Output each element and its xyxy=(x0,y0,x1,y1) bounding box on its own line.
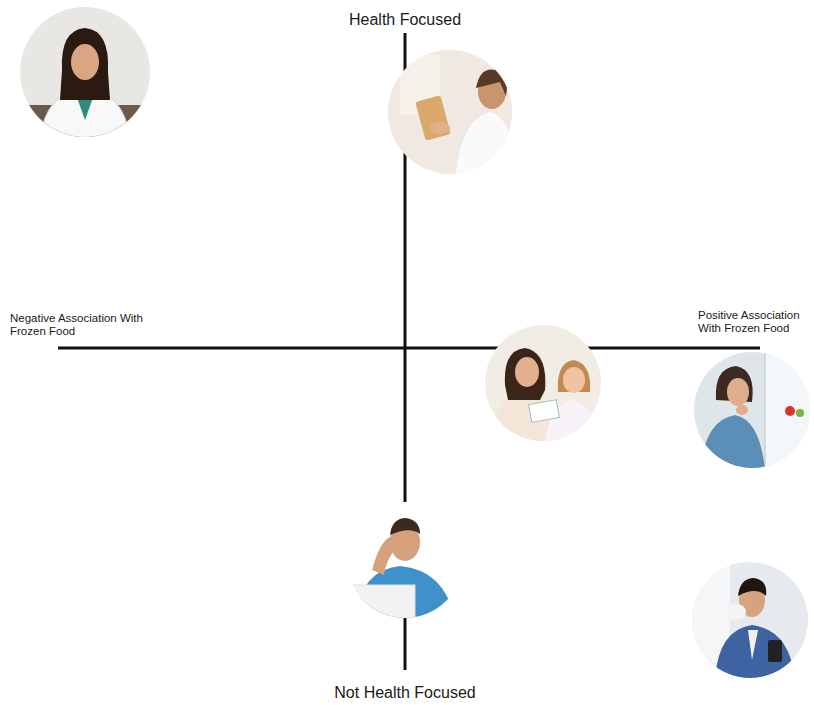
axis-bottom-label: Not Health Focused xyxy=(334,684,475,702)
freezer-woman-photo xyxy=(690,350,814,470)
frustrated-man-photo xyxy=(345,500,465,620)
axis-top-label: Health Focused xyxy=(349,11,461,29)
mother-daughter-photo xyxy=(480,320,610,445)
axis-left-label: Negative Association With Frozen Food xyxy=(10,312,150,338)
horizontal-axis xyxy=(58,347,760,350)
man-eating-photo xyxy=(690,560,810,680)
shopper-photo xyxy=(385,48,515,180)
doctor-photo xyxy=(15,5,155,140)
axis-right-label: Positive Association With Frozen Food xyxy=(698,309,808,335)
